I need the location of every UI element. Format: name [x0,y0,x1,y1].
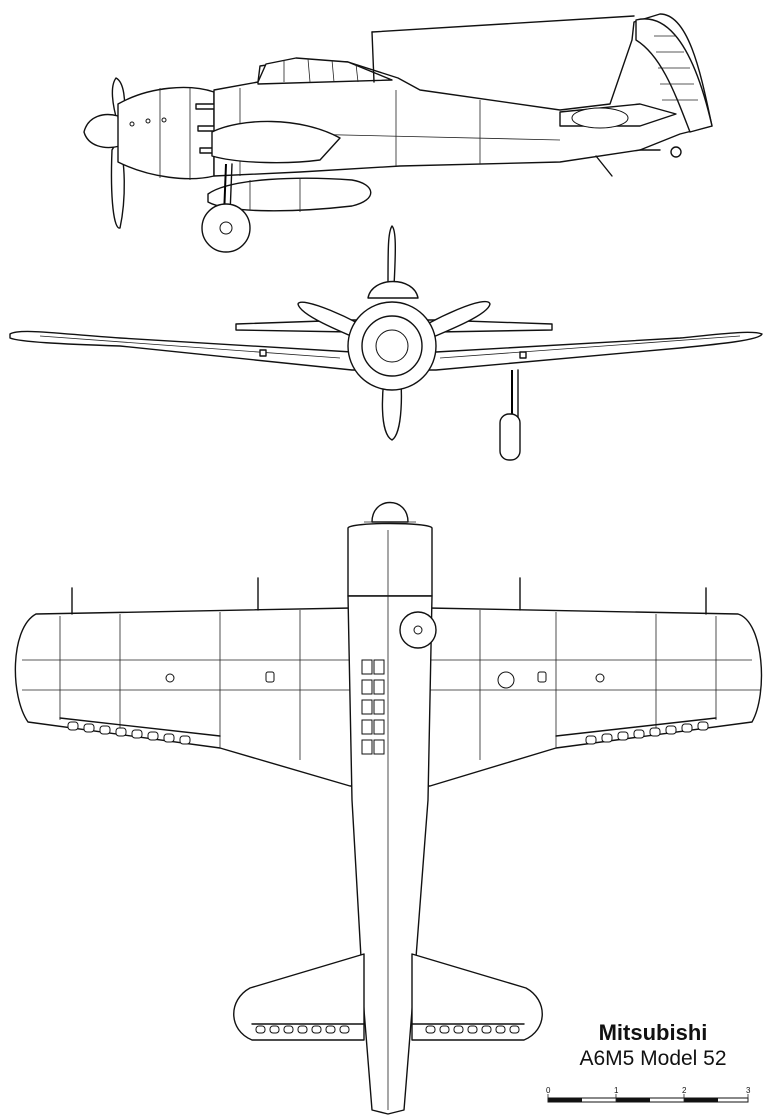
scale-tick-2: 2 [682,1086,687,1095]
side-rudder [635,18,713,133]
scale-bar: 0 1 2 3 [546,1086,751,1103]
side-tail-wheel [670,146,682,158]
manufacturer-name: Mitsubishi [598,1020,708,1045]
model-name: A6M5 Model 52 [579,1047,727,1070]
scale-tick-1: 1 [614,1086,619,1095]
scale-tick-3: 3 [746,1086,751,1095]
front-view [9,225,763,461]
scale-tick-0: 0 [546,1086,551,1095]
top-view [14,501,763,1115]
front-tail-fin [387,225,397,287]
side-landing-gear [201,163,251,253]
hinomaru-roundel [571,107,629,129]
front-spinner [375,329,409,363]
aileron-ribs-left [67,721,191,745]
left-aileron [59,717,221,737]
side-wing-root [211,120,341,164]
right-aileron [555,717,717,737]
top-left-stabilizer [233,953,365,1041]
elevator-ribs [255,1025,520,1034]
side-canopy [257,57,393,85]
drop-tank [207,177,372,212]
front-canopy [367,280,419,299]
cockpit-cutaway [361,659,385,755]
front-landing-gear [499,369,521,461]
side-fuselage [213,13,713,177]
drawing-title: Mitsubishi A6M5 Model 52 [548,1020,758,1072]
antenna-wire [371,15,635,33]
side-view [83,13,713,253]
top-cowling [347,522,433,597]
top-spinner [371,501,409,523]
top-right-stabilizer [411,953,543,1041]
side-cowling [117,86,215,180]
aileron-ribs-right [585,721,709,745]
